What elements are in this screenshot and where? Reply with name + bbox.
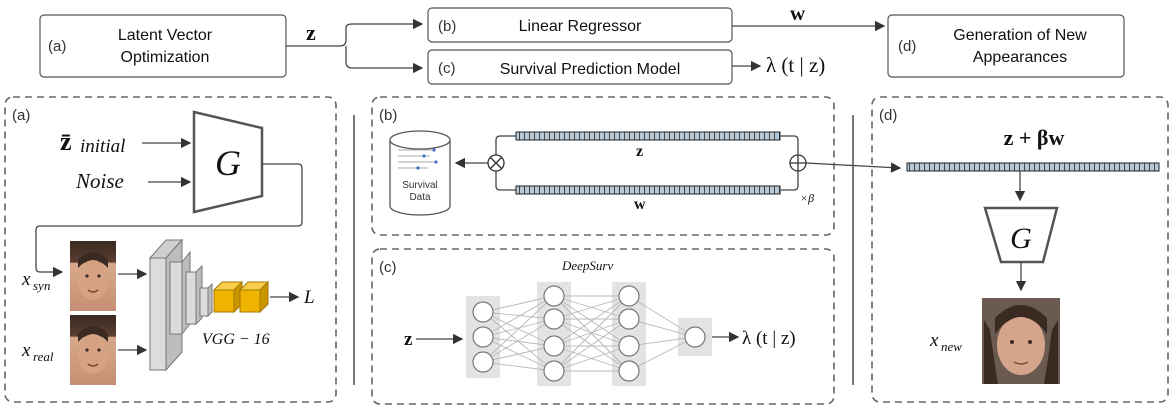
box-d-tag: (d) (898, 38, 916, 55)
x-new-label: x (929, 330, 939, 351)
beta-label: ×β (800, 191, 814, 205)
panel-c: (c) DeepSurv z λ (t | (371, 248, 835, 405)
box-b-label: Linear Regressor (519, 18, 642, 35)
panel-c-frame (371, 248, 835, 405)
top-lambda-label: λ (t | z) (766, 53, 825, 77)
box-generation (887, 14, 1125, 78)
box-a-line2: Optimization (121, 49, 210, 66)
multiply-glyph (489, 156, 503, 170)
panel-b-tag: (b) (379, 107, 397, 124)
x-new-sub: new (941, 339, 962, 354)
generator-label-a: G (215, 143, 241, 183)
panel-c-input: z (404, 329, 413, 350)
face-syn-image (70, 241, 116, 311)
box-d-line2: Appearances (973, 49, 1067, 66)
formula-label: z + βw (1004, 125, 1065, 150)
wire-to-w-bar (495, 171, 516, 191)
box-d-line1: Generation of New (953, 27, 1087, 44)
panel-c-tag: (c) (379, 259, 397, 276)
generator-block-d (983, 206, 1059, 264)
loss-label: L (303, 287, 315, 308)
arrow-g-to-xsyn (35, 163, 303, 278)
top-row: (a) Latent Vector Optimization z (b) Lin… (39, 1, 1125, 85)
wire-to-z-bar (495, 135, 516, 155)
x-syn-sub: syn (33, 278, 50, 293)
box-c-label: Survival Prediction Model (500, 61, 681, 78)
box-c-tag: (c) (438, 60, 456, 77)
panel-c-output: λ (t | z) (742, 328, 796, 349)
panel-d-tag: (d) (879, 107, 897, 124)
z-initial-sub: initial (80, 136, 125, 157)
box-a-line1: Latent Vector (118, 27, 213, 44)
db-line1: Survival (402, 180, 438, 191)
x-real-label: x (21, 340, 31, 361)
network-edges (482, 295, 696, 372)
deepsurv-title: DeepSurv (561, 258, 613, 273)
z-initial-label: z̄ (60, 127, 72, 156)
noise-label: Noise (75, 169, 124, 193)
survival-data-cylinder (389, 130, 451, 216)
z-vector-bar (515, 131, 781, 141)
new-latent-bar (906, 162, 1160, 172)
vgg-network (148, 238, 270, 372)
panel-b-z-label: z (636, 143, 643, 160)
x-syn-label: x (21, 269, 31, 290)
generator-label-d: G (1010, 222, 1032, 255)
box-latent-optimization (39, 14, 287, 78)
panel-b: (b) Survival Data z w ×β (371, 96, 835, 236)
panel-b-w-label: w (634, 196, 646, 213)
top-w-label: w (790, 1, 806, 25)
box-a-tag: (a) (48, 38, 66, 55)
face-new-image (982, 298, 1060, 384)
x-real-sub: real (33, 349, 54, 364)
top-z-label: z (306, 20, 316, 45)
panel-d-frame (871, 96, 1169, 403)
wire-z-to-add (780, 135, 799, 155)
face-real-image (70, 315, 116, 385)
panel-a: (a) z̄ initial Noise G x syn x real (4, 96, 337, 403)
box-linear-regressor (427, 7, 733, 43)
panel-b-frame (371, 96, 835, 236)
arrow-add-to-panel-d (805, 162, 902, 173)
panel-a-tag: (a) (12, 107, 30, 124)
arrow-z-to-regressor (286, 18, 424, 47)
box-b-tag: (b) (438, 18, 456, 35)
box-survival-model (427, 49, 733, 85)
wire-w-to-add (780, 171, 799, 191)
add-glyph (790, 155, 806, 171)
panel-d: (d) z + βw G x new (871, 96, 1169, 403)
db-line2: Data (409, 192, 431, 203)
w-vector-bar (515, 185, 781, 195)
generator-block-a (192, 110, 264, 214)
deepsurv-network (466, 282, 712, 386)
panel-a-frame (4, 96, 337, 403)
vgg-label: VGG − 16 (202, 331, 270, 348)
arrow-z-to-survival (345, 46, 424, 74)
